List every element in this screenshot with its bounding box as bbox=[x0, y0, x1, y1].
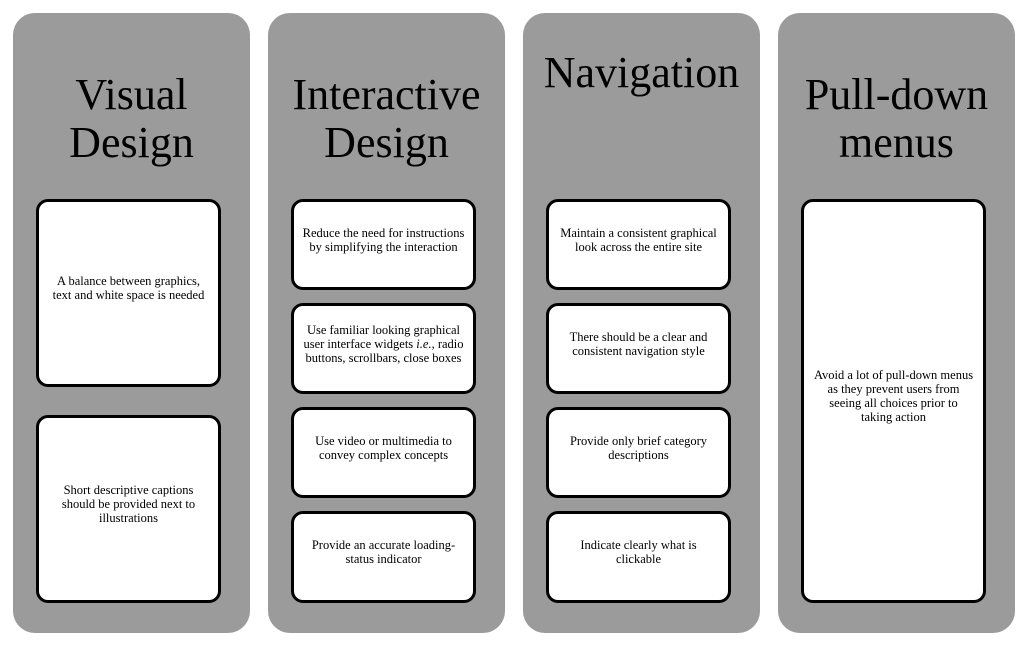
guideline-box: Maintain a consistent graphical look acr… bbox=[546, 199, 731, 290]
column-title: Pull-down menus bbox=[804, 70, 989, 167]
guideline-box: A balance between graphics, text and whi… bbox=[36, 199, 221, 387]
guideline-box: Use video or multimedia to convey comple… bbox=[291, 407, 476, 498]
column-title: Navigation bbox=[543, 48, 740, 97]
guideline-box: Use familiar looking graphical user inte… bbox=[291, 303, 476, 394]
box-text-italic: i.e. bbox=[416, 336, 432, 351]
guideline-box: Avoid a lot of pull-down menus as they p… bbox=[801, 199, 986, 603]
guideline-box: Provide only brief category descriptions bbox=[546, 407, 731, 498]
guideline-box: Provide an accurate loading- status indi… bbox=[291, 511, 476, 603]
guideline-box: Reduce the need for instructions by simp… bbox=[291, 199, 476, 290]
column-interactive-design: Interactive Design Reduce the need for i… bbox=[268, 13, 505, 633]
column-title: Interactive Design bbox=[292, 70, 481, 167]
box-text: Use familiar looking graphical user inte… bbox=[303, 322, 461, 351]
guideline-box: Short descriptive captions should be pro… bbox=[36, 415, 221, 603]
column-visual-design: Visual Design A balance between graphics… bbox=[13, 13, 250, 633]
guideline-box: There should be a clear and consistent n… bbox=[546, 303, 731, 394]
guideline-box: Indicate clearly what is clickable bbox=[546, 511, 731, 603]
column-title: Visual Design bbox=[69, 70, 194, 167]
box-text: , radio buttons, scrollbars, close boxes bbox=[305, 336, 464, 365]
column-navigation: Navigation Maintain a consistent graphic… bbox=[523, 13, 760, 633]
column-pull-down-menus: Pull-down menus Avoid a lot of pull-down… bbox=[778, 13, 1015, 633]
